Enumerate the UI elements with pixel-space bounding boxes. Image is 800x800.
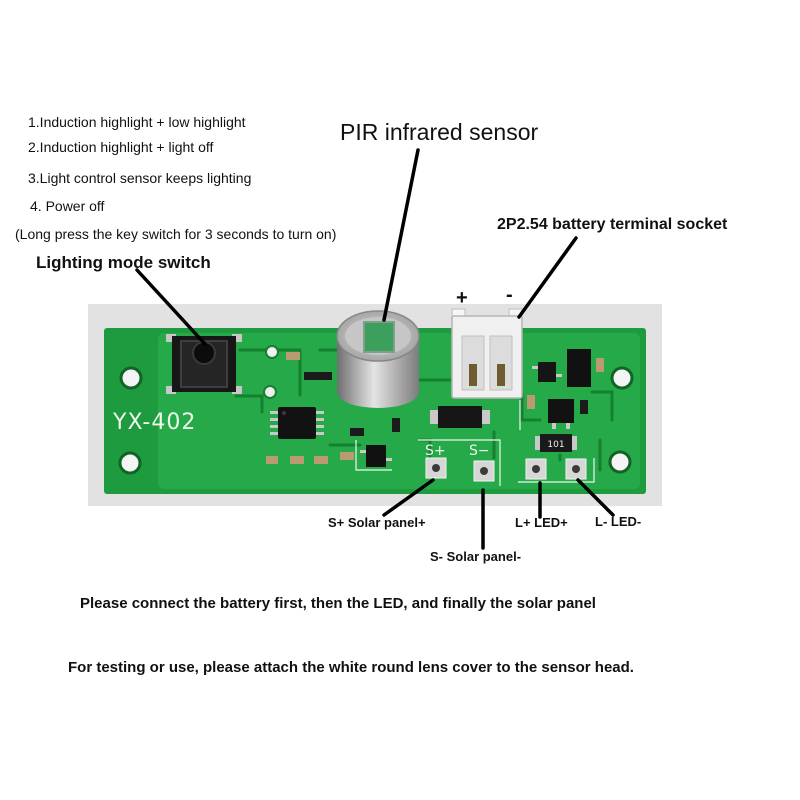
diode-end bbox=[430, 410, 439, 424]
diode-body bbox=[438, 406, 482, 428]
l-minus-pointer-line bbox=[576, 478, 615, 517]
pir-pointer-line bbox=[382, 148, 420, 322]
mode-item-3: 3.Light control sensor keeps lighting bbox=[28, 170, 252, 186]
switch-callout-label: Lighting mode switch bbox=[36, 253, 211, 272]
pir-callout-label: PIR infrared sensor bbox=[340, 119, 539, 145]
callout-lines bbox=[135, 148, 615, 550]
smd-resistor bbox=[304, 372, 318, 380]
connector-pin bbox=[497, 364, 505, 386]
trace bbox=[238, 348, 302, 397]
regulator-body bbox=[366, 445, 386, 467]
transistors bbox=[532, 349, 591, 429]
smd-capacitor bbox=[266, 456, 278, 464]
transistor-q1 bbox=[538, 362, 556, 382]
switch-pointer-line bbox=[135, 268, 207, 346]
power-mosfet bbox=[567, 349, 591, 387]
ic-body bbox=[278, 407, 316, 439]
silk-outline bbox=[418, 439, 501, 486]
switch-pin bbox=[232, 386, 242, 394]
smd-resistor bbox=[318, 372, 332, 380]
mounting-holes bbox=[118, 366, 634, 475]
mode-note: (Long press the key switch for 3 seconds… bbox=[15, 226, 337, 242]
smd-capacitor bbox=[596, 358, 604, 372]
smd-capacitor bbox=[314, 456, 328, 464]
smd-capacitor bbox=[286, 352, 300, 360]
driver-chip bbox=[548, 399, 574, 423]
driver-lead bbox=[552, 423, 556, 429]
pad-hole bbox=[532, 465, 540, 473]
trace bbox=[590, 390, 614, 422]
s-plus-pointer-line bbox=[382, 478, 435, 517]
pad-hole bbox=[432, 464, 440, 472]
regulator-lead bbox=[360, 450, 366, 453]
smd-components bbox=[266, 352, 604, 464]
battery-plus-label: + bbox=[456, 287, 468, 309]
battery-minus-label: - bbox=[506, 284, 513, 306]
smd-capacitor bbox=[527, 395, 535, 409]
switch-pin bbox=[166, 334, 176, 342]
ic-pin1-dot bbox=[282, 411, 286, 415]
via bbox=[265, 345, 279, 359]
pir-sensor-window bbox=[363, 321, 395, 353]
resistor-end bbox=[571, 436, 577, 450]
pcb-board: 101 YX-402 S+ S− bbox=[104, 308, 646, 494]
mounting-hole bbox=[610, 366, 634, 390]
transistor-lead bbox=[556, 374, 562, 377]
pir-sensor bbox=[336, 310, 420, 408]
switch-pin bbox=[166, 386, 176, 394]
s-minus-callout-label: S- Solar panel- bbox=[430, 549, 522, 564]
mounting-hole bbox=[608, 450, 632, 474]
mode-item-4: 4. Power off bbox=[30, 198, 105, 214]
pad-hole bbox=[572, 465, 580, 473]
board-model-label: YX-402 bbox=[112, 410, 196, 435]
connector-slot bbox=[461, 335, 485, 391]
connector-pin bbox=[469, 364, 477, 386]
ic-chip-sop8 bbox=[270, 407, 324, 439]
trace bbox=[520, 393, 542, 422]
resistor-101: 101 bbox=[535, 434, 577, 452]
smd-resistor bbox=[350, 428, 364, 436]
resistor-end bbox=[535, 436, 541, 450]
silk-s-plus: S+ bbox=[425, 443, 446, 459]
silkscreen-outlines bbox=[355, 400, 595, 486]
pad-hole bbox=[480, 467, 488, 475]
regulator-lead bbox=[386, 458, 392, 461]
vias bbox=[263, 345, 279, 399]
battery-connector bbox=[451, 308, 523, 399]
smd-resistor bbox=[392, 418, 400, 432]
l-plus-callout-label: L+ LED+ bbox=[515, 515, 568, 530]
resistor-body bbox=[540, 434, 572, 452]
smd-resistor bbox=[580, 400, 588, 414]
regulator-chip bbox=[360, 445, 392, 467]
via bbox=[263, 385, 277, 399]
connector-slot bbox=[489, 335, 513, 391]
smd-capacitor bbox=[340, 452, 354, 460]
instruction-wiring-order: Please connect the battery first, then t… bbox=[80, 595, 596, 612]
resistor-code: 101 bbox=[547, 440, 564, 450]
silk-outline bbox=[355, 440, 392, 471]
diode-end bbox=[481, 410, 490, 424]
mode-item-1: 1.Induction highlight + low highlight bbox=[28, 114, 246, 130]
driver-lead bbox=[566, 423, 570, 429]
silk-outline bbox=[518, 458, 595, 483]
instruction-lens-cover: For testing or use, please attach the wh… bbox=[68, 659, 634, 676]
trace bbox=[234, 394, 264, 414]
battery-socket-callout-label: 2P2.54 battery terminal socket bbox=[497, 216, 728, 233]
smd-capacitor bbox=[290, 456, 304, 464]
switch-pin bbox=[232, 334, 242, 342]
l-minus-callout-label: L- LED- bbox=[595, 514, 642, 529]
battery-socket-pointer-line bbox=[517, 236, 578, 319]
mode-item-2: 2.Induction highlight + light off bbox=[28, 139, 214, 155]
transistor-lead bbox=[532, 366, 538, 369]
silk-s-minus: S− bbox=[469, 443, 490, 459]
s-plus-callout-label: S+ Solar panel+ bbox=[328, 515, 426, 530]
diode bbox=[430, 406, 490, 428]
mounting-hole bbox=[119, 366, 143, 390]
solder-pads bbox=[425, 457, 587, 482]
mounting-hole bbox=[118, 451, 142, 475]
ic-pins bbox=[270, 411, 324, 435]
